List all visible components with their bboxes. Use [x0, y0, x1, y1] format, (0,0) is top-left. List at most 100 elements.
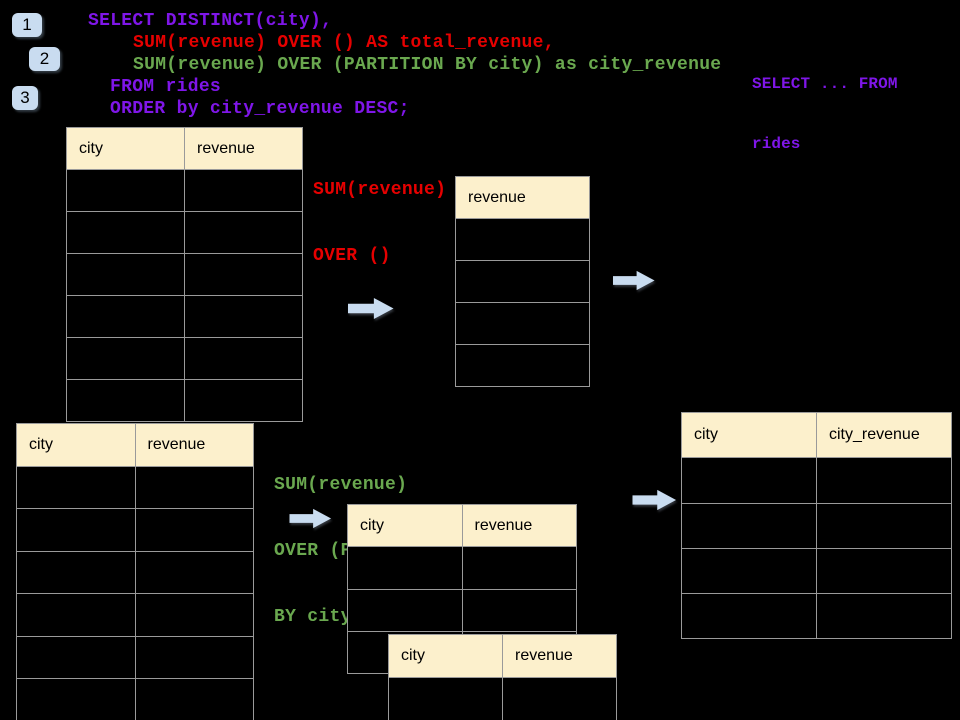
table-row: [17, 550, 254, 594]
empty-cell: [502, 678, 616, 720]
empty-cell: [682, 504, 816, 548]
empty-cell: [184, 254, 302, 295]
sql-line-city-revenue: SUM(revenue) OVER (PARTITION BY city) as…: [133, 55, 722, 75]
empty-cell: [17, 679, 135, 720]
empty-cell: [461, 547, 577, 589]
empty-cell: [67, 338, 184, 379]
table-row: [17, 635, 254, 679]
empty-cell: [348, 590, 462, 631]
sql-line-total-revenue: SUM(revenue) OVER () AS total_revenue,: [133, 33, 555, 53]
column-header-city: city: [389, 635, 502, 677]
table-row: [682, 502, 951, 548]
empty-cell: [682, 594, 816, 638]
column-header-revenue: revenue: [184, 128, 302, 169]
flow-arrow-total-output-icon: [611, 270, 657, 291]
table-row: [67, 211, 302, 253]
table-row: [67, 253, 302, 295]
empty-cell: [17, 594, 135, 636]
column-header-revenue: revenue: [461, 505, 576, 547]
step-badge-1: 1: [12, 13, 42, 37]
table-row: [348, 546, 577, 589]
table-row: [456, 344, 589, 386]
table-row: [389, 677, 616, 720]
table-row: [456, 218, 589, 260]
column-header-city: city: [348, 505, 462, 547]
step-badge-3: 3: [12, 86, 38, 110]
annotation-line: SUM(revenue): [274, 475, 408, 495]
table-row: [67, 379, 302, 421]
empty-cell: [134, 551, 254, 593]
empty-cell: [816, 594, 951, 639]
column-header-revenue: revenue: [456, 177, 589, 218]
empty-cell: [456, 219, 589, 260]
side-note-line-2: rides: [752, 135, 801, 153]
table-row: [348, 588, 576, 631]
table-row: [456, 302, 589, 344]
table-row: [67, 169, 302, 211]
table-row: [17, 465, 254, 509]
column-header-city: city: [17, 424, 135, 466]
table-row: [682, 457, 951, 503]
empty-cell: [184, 170, 302, 211]
empty-cell: [134, 636, 254, 678]
empty-cell: [184, 380, 302, 421]
empty-cell: [682, 549, 816, 593]
empty-cell: [134, 466, 254, 508]
empty-cell: [456, 345, 589, 386]
step-badge-2: 2: [29, 47, 60, 71]
column-header-revenue: revenue: [502, 635, 616, 677]
table-row: [17, 508, 253, 551]
table-row: [67, 295, 302, 337]
side-note-line-1: SELECT ... FROM: [752, 75, 898, 93]
empty-cell: [389, 678, 502, 720]
annotation-line: SUM(revenue): [313, 180, 447, 200]
empty-cell: [17, 637, 135, 679]
empty-cell: [348, 547, 462, 588]
empty-cell: [456, 261, 589, 302]
empty-cell: [17, 552, 135, 594]
empty-cell: [67, 170, 184, 211]
sql-line-from: FROM rides: [110, 77, 222, 97]
empty-cell: [67, 212, 184, 253]
empty-cell: [17, 509, 135, 551]
flow-arrow-partition-to-result-icon: [632, 489, 677, 511]
empty-cell: [67, 296, 184, 337]
side-note-select-from-rides: SELECT ... FROM rides: [752, 34, 898, 194]
empty-cell: [184, 296, 302, 337]
empty-cell: [816, 503, 951, 548]
table-row: [682, 593, 951, 639]
table-total-revenue: revenue: [455, 176, 590, 387]
column-header-city: city: [67, 128, 184, 169]
sql-line-order-by: ORDER by city_revenue DESC;: [110, 99, 410, 119]
empty-cell: [816, 458, 951, 503]
empty-cell: [17, 467, 135, 509]
table-row: [67, 337, 302, 379]
annotation-sum-over-all: SUM(revenue) OVER (): [313, 135, 446, 311]
column-header-city_revenue: city_revenue: [816, 413, 951, 458]
empty-cell: [816, 548, 951, 594]
table-row: [682, 547, 951, 594]
column-header-city: city: [682, 413, 816, 458]
table-row: [17, 593, 253, 636]
sql-line-select: SELECT DISTINCT(city),: [88, 11, 333, 31]
empty-cell: [134, 679, 254, 720]
table-row: [456, 260, 589, 302]
empty-cell: [67, 254, 184, 295]
flow-arrow-source-to-total-icon: [347, 297, 395, 320]
empty-cell: [456, 303, 589, 344]
flow-arrow-source-to-partition-icon: [288, 508, 333, 529]
column-header-revenue: revenue: [134, 424, 253, 466]
empty-cell: [134, 594, 254, 636]
table-header-row: revenue: [456, 177, 589, 218]
